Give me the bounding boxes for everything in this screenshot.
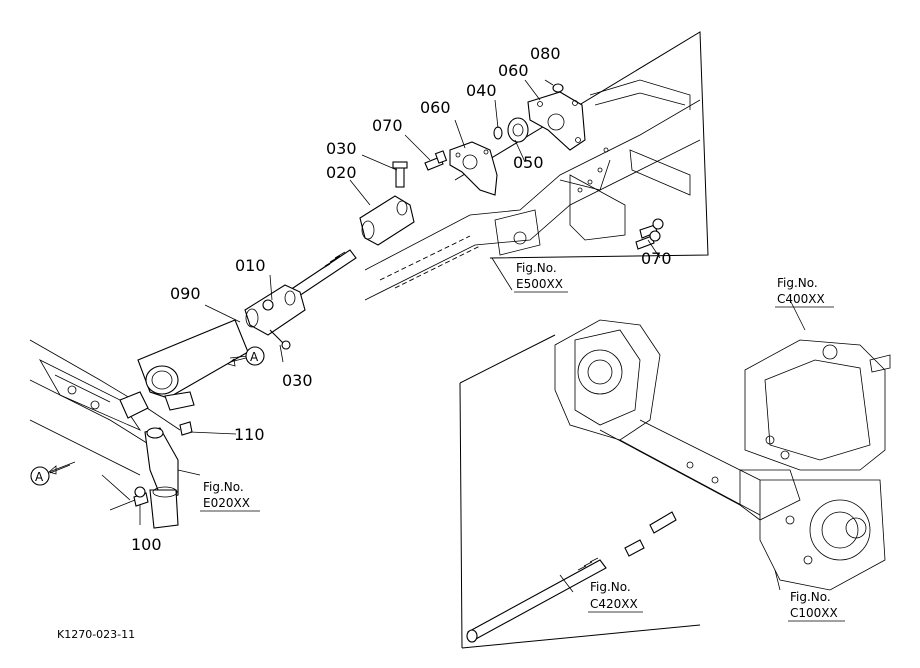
leader-lines bbox=[49, 79, 806, 593]
part-label-070-upper: 070 bbox=[372, 116, 403, 135]
svg-text:Fig.No.: Fig.No. bbox=[590, 580, 631, 594]
part-label-060-right: 060 bbox=[498, 61, 529, 80]
nut-110 bbox=[179, 421, 193, 436]
figref-c420: Fig.No. C420XX bbox=[588, 580, 643, 613]
part-label-010: 010 bbox=[235, 256, 266, 275]
bearing-050 bbox=[507, 117, 529, 143]
part-label-080: 080 bbox=[530, 44, 561, 63]
svg-text:A: A bbox=[250, 350, 259, 364]
svg-text:Fig.No.: Fig.No. bbox=[516, 261, 557, 275]
drawing-code: K1270-023-11 bbox=[57, 628, 135, 641]
figref-e500: Fig.No. E500XX bbox=[514, 261, 568, 293]
figref-c100: Fig.No. C100XX bbox=[788, 590, 845, 622]
reference-marker-a-lower: A bbox=[30, 461, 76, 486]
svg-text:C400XX: C400XX bbox=[777, 292, 825, 306]
reference-marker-a-upper: A bbox=[227, 346, 265, 367]
ring-040 bbox=[493, 126, 503, 140]
svg-text:Fig.No.: Fig.No. bbox=[777, 276, 818, 290]
cover-090 bbox=[137, 319, 249, 399]
transmission-assembly bbox=[554, 319, 891, 591]
figref-e020: Fig.No. E020XX bbox=[200, 480, 260, 512]
svg-text:E020XX: E020XX bbox=[203, 496, 250, 510]
part-label-100: 100 bbox=[131, 535, 162, 554]
svg-text:Fig.No.: Fig.No. bbox=[203, 480, 244, 494]
part-label-070-lower: 070 bbox=[641, 249, 672, 268]
bolt-100 bbox=[133, 486, 149, 507]
bracket-clamp bbox=[164, 391, 195, 411]
figref-c400: Fig.No. C400XX bbox=[775, 276, 834, 308]
part-label-020: 020 bbox=[326, 163, 357, 182]
part-label-110: 110 bbox=[234, 425, 265, 444]
part-label-090: 090 bbox=[170, 284, 201, 303]
pin-080 bbox=[552, 83, 564, 93]
part-label-050: 050 bbox=[513, 153, 544, 172]
left-assembly bbox=[29, 339, 181, 529]
flange-060-left bbox=[449, 141, 498, 196]
flange-060-right bbox=[527, 91, 586, 151]
svg-text:C100XX: C100XX bbox=[790, 606, 838, 620]
bolt-070-lower bbox=[635, 218, 664, 250]
svg-text:C420XX: C420XX bbox=[590, 597, 638, 611]
svg-text:Fig.No.: Fig.No. bbox=[790, 590, 831, 604]
svg-text:A: A bbox=[35, 470, 44, 484]
long-shaft bbox=[466, 511, 677, 643]
universal-joint-010 bbox=[244, 284, 306, 336]
tractor-frame-drawing bbox=[364, 79, 701, 301]
svg-text:E500XX: E500XX bbox=[516, 277, 563, 291]
part-label-060-left: 060 bbox=[420, 98, 451, 117]
bolt-070-upper bbox=[424, 150, 448, 171]
bolt-030-upper bbox=[392, 161, 408, 188]
part-label-030-lower: 030 bbox=[282, 371, 313, 390]
bolt-030-lower bbox=[269, 329, 291, 350]
panel-frame-lower bbox=[459, 334, 701, 649]
panel-frame-upper bbox=[454, 31, 709, 259]
yoke-020 bbox=[359, 195, 415, 246]
part-label-030-upper: 030 bbox=[326, 139, 357, 158]
part-label-040: 040 bbox=[466, 81, 497, 100]
splined-shaft bbox=[289, 249, 357, 299]
